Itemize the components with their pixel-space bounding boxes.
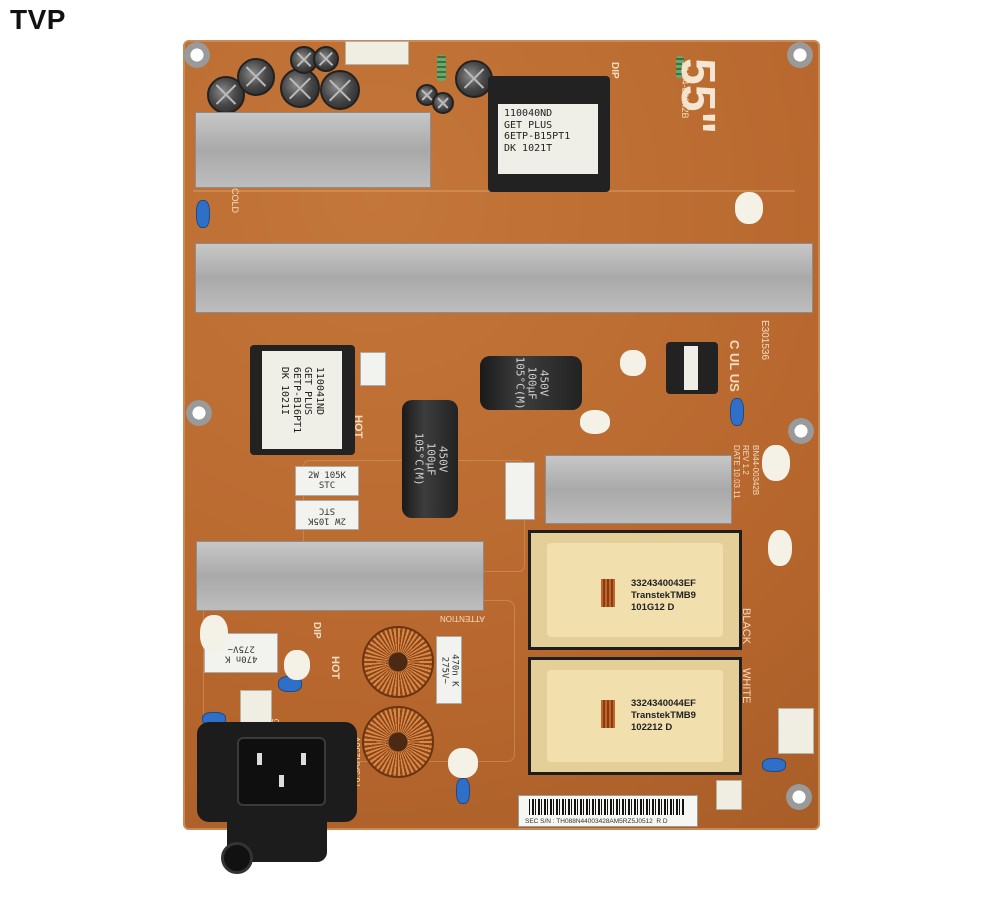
heatsink bbox=[196, 541, 484, 611]
relay bbox=[360, 352, 386, 386]
electrolytic-capacitor bbox=[455, 60, 493, 98]
silk-black: BLACK bbox=[740, 608, 752, 645]
inverter-transformer-lower: 3324340044EF TranstekTMB9 102212 D bbox=[528, 657, 742, 775]
bulk-capacitor-vertical: 450V 100µF 105°C(M) bbox=[402, 400, 458, 518]
silk-dip: DIP bbox=[609, 62, 620, 79]
transformer-label: 110040ND GET PLUS 6ETP-B15PT1 DK 1021T bbox=[498, 104, 598, 174]
silicone-glue bbox=[768, 530, 792, 566]
transformer-coil bbox=[601, 579, 615, 607]
connector-header bbox=[716, 780, 742, 810]
toroidal-choke bbox=[362, 706, 434, 778]
mounting-lug bbox=[186, 400, 212, 426]
mounting-lug bbox=[788, 418, 814, 444]
silicone-glue bbox=[735, 192, 763, 224]
barcode bbox=[529, 799, 684, 815]
y-capacitor bbox=[456, 778, 470, 804]
y-capacitor bbox=[196, 200, 210, 228]
y-capacitor bbox=[762, 758, 786, 772]
silk-dip: DIP bbox=[311, 622, 322, 639]
brand-watermark: TVP bbox=[10, 4, 66, 35]
connector-header bbox=[778, 708, 814, 754]
electrolytic-capacitor bbox=[280, 68, 320, 108]
opto-relay bbox=[666, 342, 718, 394]
heatsink bbox=[195, 243, 813, 313]
transformer-left: 110041ND GET PLUS 6ETP-B16PT1 DK 1021I bbox=[250, 345, 355, 455]
silicone-glue bbox=[284, 650, 310, 680]
electrolytic-capacitor bbox=[237, 58, 275, 96]
toroidal-choke bbox=[362, 626, 434, 698]
electrolytic-capacitor bbox=[432, 92, 454, 114]
film-resistor bbox=[505, 462, 535, 520]
silk-cold: COLD bbox=[230, 188, 240, 214]
mounting-lug bbox=[184, 42, 210, 68]
silicone-glue bbox=[580, 410, 610, 434]
ul-file-number: E301536 bbox=[759, 320, 770, 361]
mounting-lug bbox=[787, 42, 813, 68]
silicone-glue bbox=[620, 350, 646, 376]
serial-barcode-label: SEC S/N : TH088N44003428AM5RZ5J0512 R D bbox=[518, 795, 698, 827]
electrolytic-capacitor bbox=[313, 46, 339, 72]
silicone-glue bbox=[762, 445, 790, 481]
silk-hot: HOT bbox=[352, 415, 364, 439]
heatsink bbox=[545, 455, 732, 524]
electrolytic-capacitor bbox=[320, 70, 360, 110]
resistor bbox=[437, 55, 446, 81]
silicone-glue bbox=[200, 615, 228, 653]
heatsink bbox=[195, 112, 431, 188]
bulk-capacitor-horizontal: 450V 100µF 105°C(M) bbox=[480, 356, 582, 410]
transformer-coil bbox=[601, 700, 615, 728]
part-number-silk: BN44-00342B bbox=[680, 62, 690, 119]
transformer-top: 110040ND GET PLUS 6ETP-B15PT1 DK 1021T bbox=[488, 76, 610, 192]
connector-header bbox=[240, 690, 272, 728]
resistor bbox=[676, 56, 684, 78]
inverter-transformer-upper: 3324340043EF TranstekTMB9 101G12 D bbox=[528, 530, 742, 650]
iec-power-inlet bbox=[197, 722, 357, 874]
ul-mark: C UL US bbox=[727, 340, 742, 392]
size-marking: 55" bbox=[671, 58, 724, 135]
silk-attention: ATTENTION bbox=[440, 614, 485, 623]
transformer-label: 110041ND GET PLUS 6ETP-B16PT1 DK 1021I bbox=[262, 351, 342, 449]
silicone-glue bbox=[448, 748, 478, 778]
y-capacitor bbox=[730, 398, 744, 426]
mounting-lug bbox=[786, 784, 812, 810]
silk-white: WHITE bbox=[740, 668, 752, 704]
connector-header bbox=[345, 41, 409, 65]
silk-hot: HOT bbox=[329, 656, 341, 680]
revision-block: BN44-00342B REV 1.2 DATE 10.03.11 bbox=[731, 445, 760, 499]
